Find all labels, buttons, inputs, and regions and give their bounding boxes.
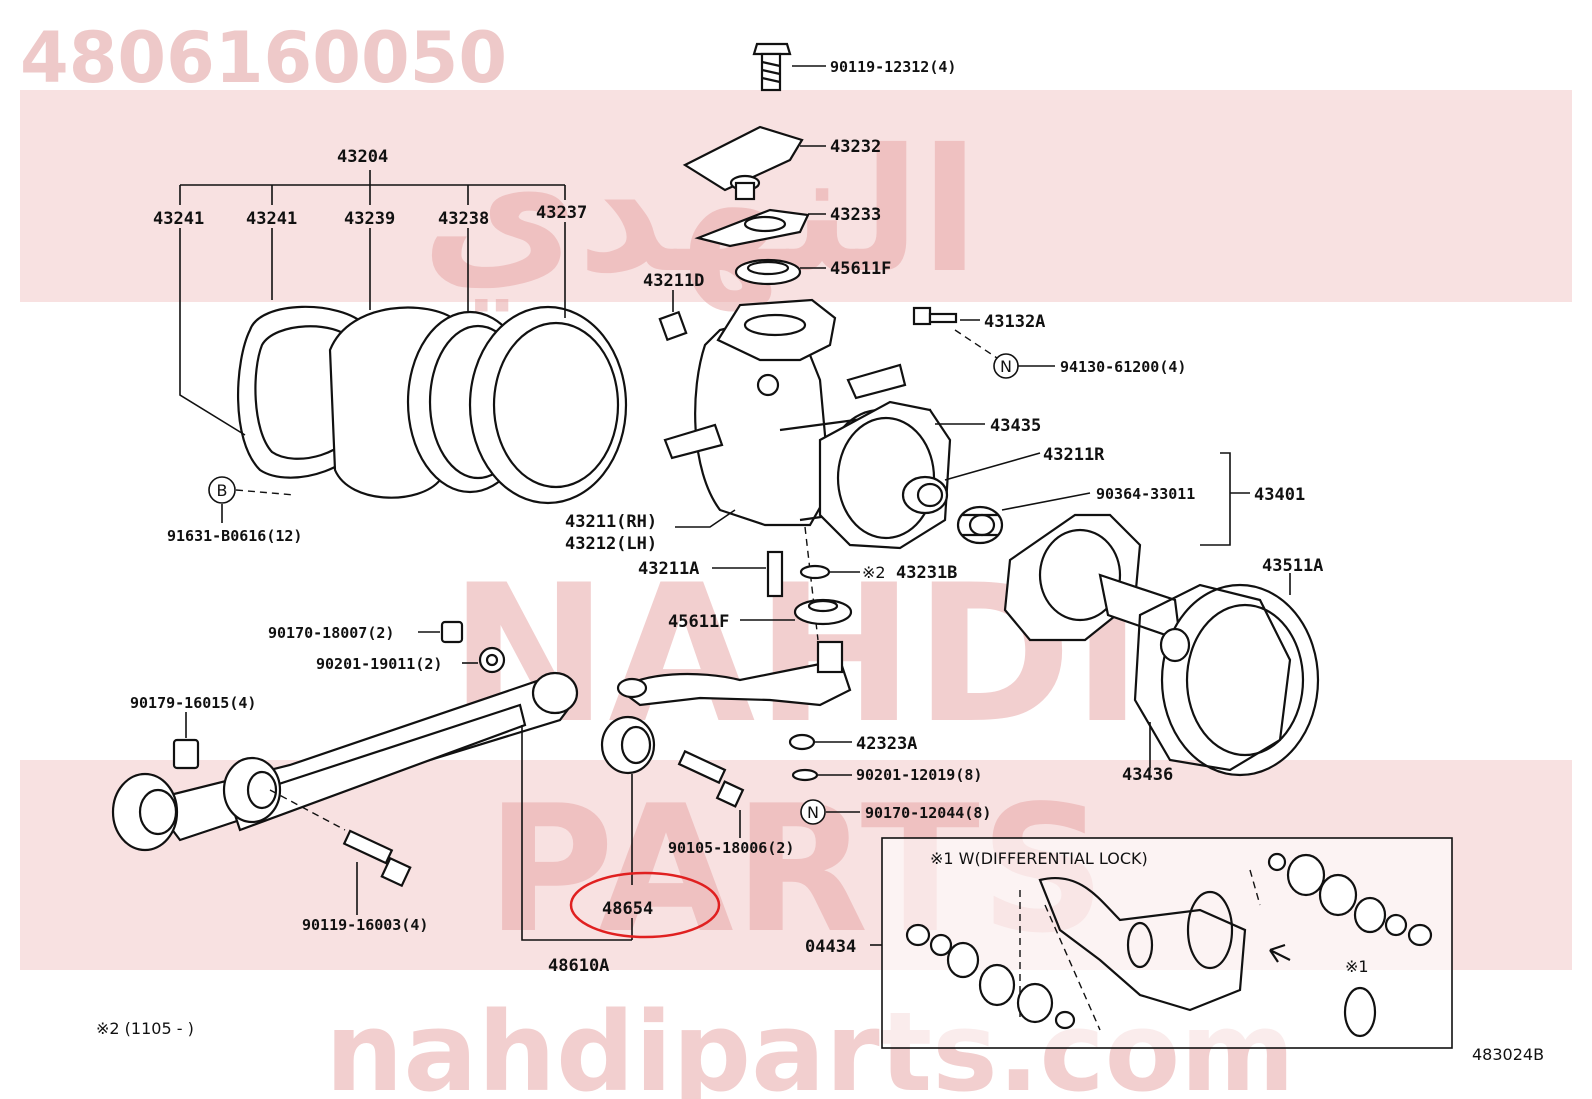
- bearing-bottom-icon: [793, 598, 853, 626]
- label-43211-rh: 43211(RH): [565, 512, 657, 532]
- label-43237: 43237: [536, 203, 587, 223]
- drum-43511a-icon: [1159, 583, 1320, 777]
- label-91631: 91631-B0616(12): [167, 527, 302, 545]
- label-48610a: 48610A: [548, 956, 609, 976]
- label-43211r: 43211R: [1043, 445, 1105, 465]
- label-43238: 43238: [438, 209, 489, 229]
- highlight-ring: [569, 871, 721, 939]
- diagram-id: 483024B: [1472, 1045, 1544, 1064]
- bolt-90119-16003-icon: [342, 829, 412, 888]
- label-90105: 90105-18006(2): [668, 839, 794, 857]
- label-43435: 43435: [990, 416, 1041, 436]
- nut-90179-icon: [172, 738, 200, 770]
- label-43232: 43232: [830, 137, 881, 157]
- label-43233: 43233: [830, 205, 881, 225]
- callout-n2-icon: N: [800, 799, 826, 825]
- cap-plate-icon: [682, 125, 804, 201]
- bolt-43132a-icon: [912, 306, 958, 326]
- label-43436: 43436: [1122, 765, 1173, 785]
- svg-text:N: N: [1000, 357, 1012, 376]
- label-43241-a: 43241: [153, 209, 204, 229]
- label-43132a: 43132A: [984, 312, 1045, 332]
- label-90201-19011: 90201-19011(2): [316, 655, 442, 673]
- svg-text:N: N: [807, 803, 819, 822]
- nut-90170-18007-icon: [440, 620, 464, 644]
- needle-bearing-icon: [956, 505, 1004, 545]
- label-43401: 43401: [1254, 485, 1305, 505]
- label-43511a: 43511A: [1262, 556, 1323, 576]
- label-note-1: ※1: [1345, 957, 1369, 976]
- label-90179: 90179-16015(4): [130, 694, 256, 712]
- watermark-arabic: النهدي: [421, 113, 979, 312]
- label-90364: 90364-33011: [1096, 485, 1195, 503]
- label-90119-16003: 90119-16003(4): [302, 916, 428, 934]
- bolt-90105-icon: [677, 749, 745, 808]
- label-43241-b: 43241: [246, 209, 297, 229]
- label-43231b: 43231B: [896, 563, 957, 583]
- label-04434: 04434: [805, 937, 856, 957]
- label-45611f-bottom: 45611F: [668, 612, 729, 632]
- diff-lock-inset: [881, 837, 1453, 1049]
- washer-90201-12019-icon: [791, 768, 819, 782]
- seal-rings-icon: [236, 305, 628, 505]
- flange-43436-icon: [1133, 583, 1292, 772]
- cap-42323a-icon: [788, 733, 816, 751]
- parts-drawing: N: [111, 42, 1453, 1049]
- washer-43231b-icon: [799, 564, 831, 580]
- footnote: ※2 (1105 - ): [96, 1019, 194, 1038]
- label-90201-12019: 90201-12019(8): [856, 766, 982, 784]
- spindle-43401-icon: [1003, 513, 1182, 642]
- label-42323a: 42323A: [856, 734, 917, 754]
- label-diff-lock: ※1 W(DIFFERENTIAL LOCK): [930, 849, 1148, 868]
- bushing-48654-icon: [600, 715, 656, 775]
- label-94130: 94130-61200(4): [1060, 358, 1186, 376]
- label-90170-18007: 90170-18007(2): [268, 624, 394, 642]
- label-90119-12312: 90119-12312(4): [830, 58, 956, 76]
- washer-90201-19011-icon: [478, 646, 506, 674]
- knuckle-arm-icon: [616, 640, 852, 707]
- label-43211a: 43211A: [638, 559, 699, 579]
- callout-n-icon: N: [993, 353, 1019, 379]
- bearing-top-icon: [734, 258, 802, 286]
- bushing-43211r-icon: [901, 475, 949, 515]
- label-note-2: ※2: [862, 563, 886, 582]
- label-43239: 43239: [344, 209, 395, 229]
- label-90170-12044: 90170-12044(8): [865, 804, 991, 822]
- stud-icon: [658, 310, 688, 342]
- bolt-top-icon: [752, 42, 792, 92]
- callout-b-icon: B: [208, 476, 236, 504]
- label-43204: 43204: [337, 147, 388, 167]
- shim-icon: [694, 208, 810, 248]
- part-labels: 90119-12312(4) 43232 43233 45611F 43211D…: [96, 58, 1544, 1064]
- label-43211d: 43211D: [643, 271, 704, 291]
- label-43212-lh: 43212(LH): [565, 534, 657, 554]
- knuckle-housing-icon: [663, 298, 942, 532]
- label-45611f-top: 45611F: [830, 259, 891, 279]
- stud-43211a-icon: [766, 550, 784, 598]
- label-48654: 48654: [602, 899, 653, 919]
- gasket-43435-icon: [818, 400, 952, 550]
- watermark-part-number: 4806160050: [20, 17, 507, 99]
- svg-text:B: B: [217, 481, 228, 500]
- control-arm-icon: [111, 671, 579, 852]
